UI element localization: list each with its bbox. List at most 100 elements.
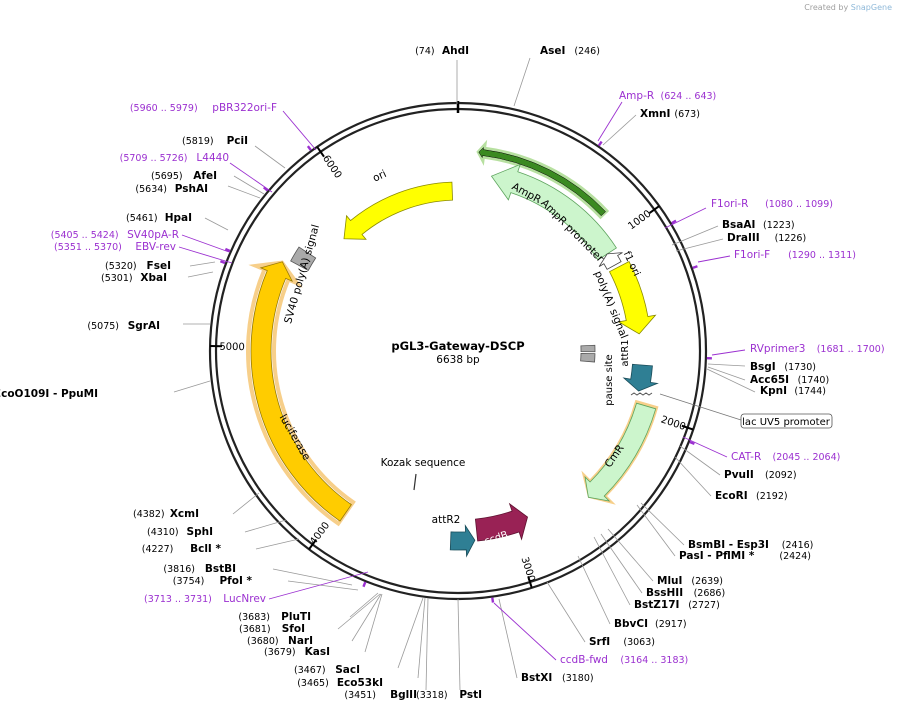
primer-range: (1080 .. 1099) xyxy=(765,199,833,210)
primer-leader xyxy=(597,101,623,142)
enzyme-label: EcoRI xyxy=(715,490,748,502)
enzyme-leader xyxy=(671,225,719,246)
primer-site-mark xyxy=(224,247,231,253)
feature-f1-ori xyxy=(608,260,657,335)
kozak-tick xyxy=(413,473,417,491)
enzyme-position: (2192) xyxy=(756,491,788,502)
lac-uv5-box xyxy=(740,413,833,429)
enzyme-label: NarI xyxy=(288,635,313,647)
enzyme-position: (1744) xyxy=(794,386,826,397)
feature-label-5: attR1 xyxy=(620,339,631,366)
enzyme-leader xyxy=(707,363,746,367)
enzyme-leader xyxy=(674,456,712,497)
feature-label-10: attR2 xyxy=(432,514,461,526)
enzyme-leader xyxy=(232,492,260,515)
enzyme-label: PfoI * xyxy=(219,575,252,587)
enzyme-leader xyxy=(189,261,216,267)
enzyme-label: Acc65I xyxy=(750,374,789,386)
primer-label: EBV-rev xyxy=(135,241,176,253)
enzyme-label: PasI - PflMI * xyxy=(679,550,755,562)
enzyme-leader xyxy=(287,580,359,591)
primer-site-mark xyxy=(692,265,698,270)
enzyme-leader xyxy=(593,536,631,606)
enzyme-position: (2639) xyxy=(691,576,723,587)
feature-attr1 xyxy=(622,363,659,392)
snapgene-credit: Created by SnapGene xyxy=(804,3,892,12)
enzyme-label: BstXI xyxy=(521,672,552,684)
enzyme-position: (2917) xyxy=(655,619,687,630)
tick-label-3000: 3000 xyxy=(519,556,537,584)
enzyme-label: PstI xyxy=(459,689,482,701)
credit-prefix: Created by xyxy=(804,3,849,12)
enzyme-position: (2416) xyxy=(782,540,814,551)
feature-label-7: lac UV5 promoter xyxy=(742,417,831,428)
enzyme-leader xyxy=(706,368,756,393)
enzyme-position: (3465) xyxy=(297,678,329,689)
enzyme-label: DraIII xyxy=(727,232,760,244)
feature-luciferase xyxy=(250,261,352,522)
enzyme-leader xyxy=(679,445,721,476)
primer-leader xyxy=(664,207,707,229)
enzyme-label: KpnI xyxy=(760,385,787,397)
enzyme-label: BstZ17I xyxy=(634,599,679,611)
feature-cmr xyxy=(584,402,657,502)
enzyme-label: AfeI xyxy=(193,170,217,182)
tick-2000 xyxy=(681,424,694,431)
enzyme-label: XmnI xyxy=(640,108,670,120)
primer-label: L4440 xyxy=(196,152,229,164)
enzyme-label: BsmBI - Esp3I xyxy=(688,539,769,551)
enzyme-position: (3451) xyxy=(344,690,376,701)
enzyme-label: PciI xyxy=(227,135,248,147)
enzyme-leader xyxy=(607,528,654,582)
enzyme-position: (5301) xyxy=(101,273,133,284)
primer-range: (5709 .. 5726) xyxy=(120,153,188,164)
enzyme-label: XbaI xyxy=(140,272,167,284)
plasmid-size: 6638 bp xyxy=(436,354,480,366)
primer-leader xyxy=(282,110,317,151)
enzyme-label: Eco53kI xyxy=(337,677,383,689)
enzyme-position: (1226) xyxy=(775,233,807,244)
enzyme-label: XcmI xyxy=(170,508,199,520)
primer-leader xyxy=(493,602,557,661)
feature-attr2 xyxy=(449,524,476,558)
enzyme-leader xyxy=(233,175,265,195)
primer-leader xyxy=(181,234,230,253)
enzyme-leader xyxy=(457,598,461,691)
primer-label: F1ori-F xyxy=(734,249,770,261)
enzyme-leader xyxy=(602,114,637,146)
enzyme-position: (4310) xyxy=(147,527,179,538)
enzyme-position: (2727) xyxy=(688,600,720,611)
enzyme-label: PvuII xyxy=(724,469,754,481)
tick-label-6000: 6000 xyxy=(320,153,344,180)
feature-pause-site xyxy=(580,352,596,363)
primer-range: (624 .. 643) xyxy=(661,91,717,102)
feature-label-6: pause site xyxy=(604,354,615,405)
feature-ampr-promoter xyxy=(598,252,623,270)
enzyme-label: FseI xyxy=(147,260,171,272)
tick-6000 xyxy=(316,146,325,158)
primer-label: RVprimer3 xyxy=(750,343,806,355)
primer-site-mark xyxy=(689,440,695,445)
enzyme-label: MluI xyxy=(657,575,682,587)
enzyme-leader xyxy=(600,533,643,594)
enzyme-label: PshAI xyxy=(175,183,208,195)
lac-uv5-leader xyxy=(659,393,742,421)
enzyme-leader xyxy=(255,538,300,550)
primer-label: Amp-R xyxy=(619,90,654,102)
enzyme-position: (5075) xyxy=(87,321,119,332)
enzyme-position: (2092) xyxy=(765,470,797,481)
primer-range: (3713 .. 3731) xyxy=(144,594,212,605)
enzyme-label: BssHII xyxy=(646,587,683,599)
enzyme-position: (3754) xyxy=(173,576,205,587)
primer-range: (5351 .. 5370) xyxy=(54,242,122,253)
primer-leader xyxy=(178,246,233,264)
snapgene-logo-text: SnapGene xyxy=(850,3,892,12)
enzyme-leader xyxy=(546,581,586,643)
ampr-highlight xyxy=(476,139,610,220)
enzyme-position: (3318) xyxy=(416,690,448,701)
enzyme-position: (3680) xyxy=(247,636,279,647)
enzyme-leader xyxy=(498,598,518,679)
feature-ccdb xyxy=(474,502,528,542)
primer-site-mark xyxy=(306,145,312,151)
enzyme-position: (3679) xyxy=(264,647,296,658)
